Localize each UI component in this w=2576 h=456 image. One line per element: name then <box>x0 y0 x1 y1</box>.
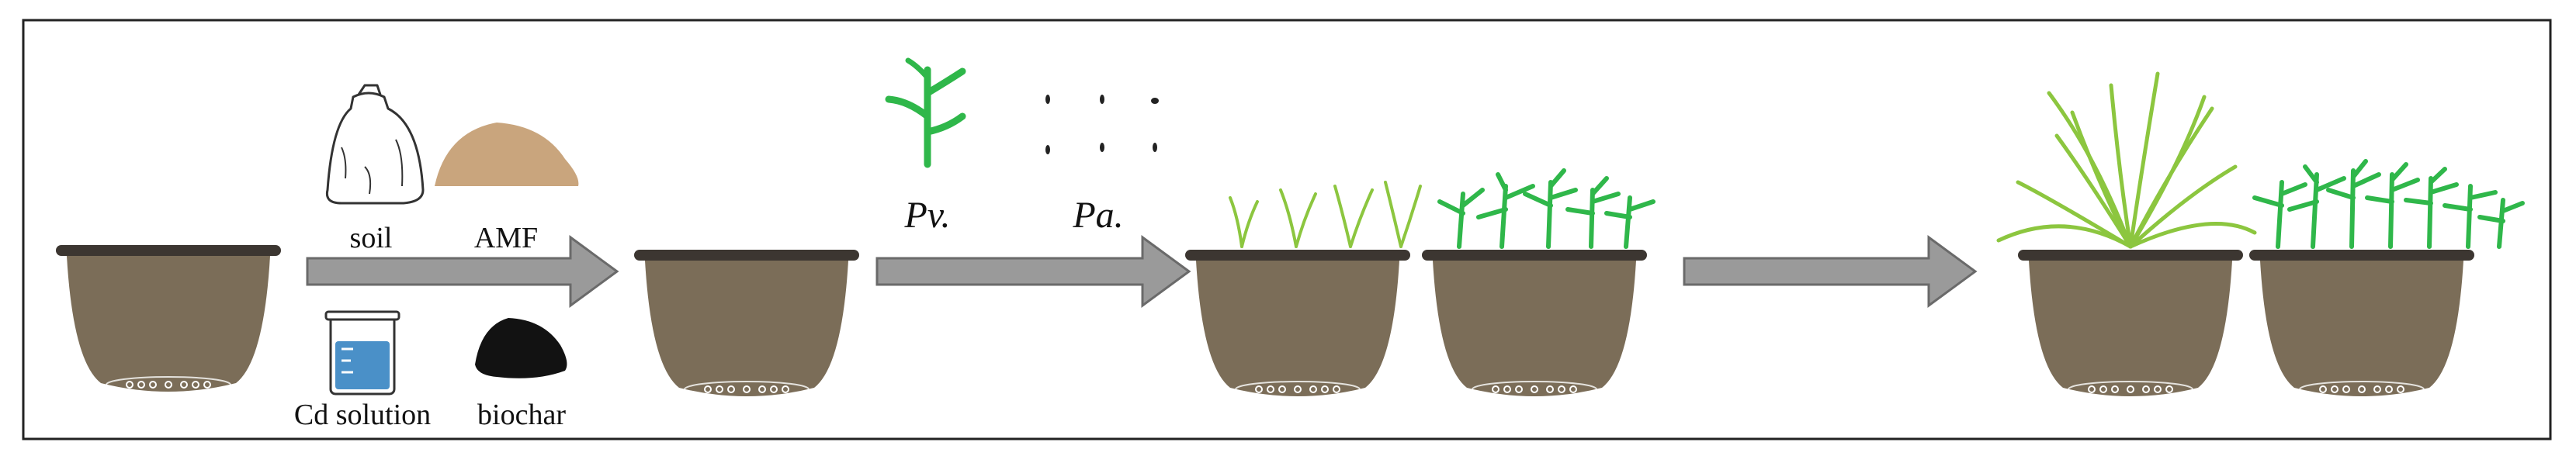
pv-seedlings-icon <box>1229 181 1422 248</box>
arrow-1 <box>306 235 619 308</box>
label-soil: soil <box>349 222 393 254</box>
soil-bag-icon <box>325 84 425 205</box>
label-pv: Pv. <box>904 195 951 236</box>
pot-pa-seedlings <box>1421 249 1648 398</box>
arrow-3 <box>1683 235 1978 308</box>
arrow-2 <box>875 235 1191 308</box>
label-pa: Pa. <box>1073 195 1124 236</box>
pot-pv-grown <box>2017 249 2244 398</box>
pa-grown-grass-icon <box>2252 159 2525 249</box>
label-biochar: biochar <box>477 399 566 431</box>
pv-grown-grass-icon <box>1996 71 2257 249</box>
pot-pa-grown <box>2248 249 2475 398</box>
pv-sprout-icon <box>885 57 966 168</box>
label-cd-solution: Cd solution <box>293 399 432 431</box>
beaker-icon <box>324 310 400 396</box>
pot-pv-seedlings <box>1184 249 1411 398</box>
label-amf: AMF <box>473 222 539 254</box>
biochar-powder-icon <box>475 318 567 378</box>
pot-prepared <box>633 249 860 398</box>
pa-seeds-icon <box>1045 95 1159 154</box>
pa-seedlings-icon <box>1437 168 1656 249</box>
figure-border <box>22 19 2552 440</box>
amf-powder-icon <box>435 123 579 186</box>
pot-empty <box>55 244 282 393</box>
